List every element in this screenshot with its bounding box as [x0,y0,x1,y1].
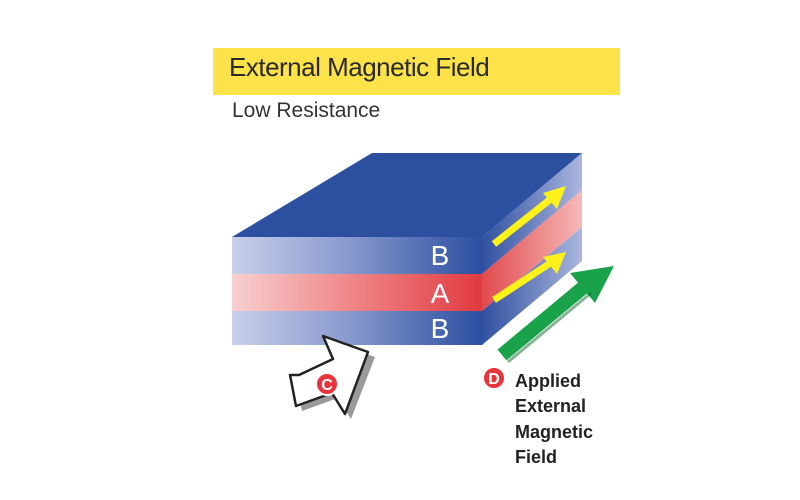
applied-field-caption-line-4: Field [515,447,557,467]
layer-top-face [232,153,582,237]
layer-b-top-front [232,237,482,274]
layer-a-front [232,274,482,311]
layer-b-bottom-label: B [431,313,450,344]
marker-d-label: D [488,371,500,388]
marker-c-badge [315,372,339,396]
magnetization-arrow-top-icon [491,186,566,247]
diagram-title: External Magnetic Field [229,52,490,82]
layer-a-side [482,190,582,311]
applied-field-arrow-icon [497,266,614,364]
layer-b-top-label: B [431,240,450,271]
marker-d-badge [482,366,506,390]
applied-field-caption-line-1: Applied [515,371,581,391]
resistance-state-label: Low Resistance [232,99,381,122]
title-bar [213,48,620,95]
applied-field-caption-line-2: External [515,396,586,416]
layer-b-bottom-front [232,311,482,345]
marker-c-label: C [321,377,333,394]
layer-a-label: A [431,278,450,309]
applied-field-caption-line-3: Magnetic [515,422,593,442]
magnetization-arrow-bottom-icon [492,252,566,303]
